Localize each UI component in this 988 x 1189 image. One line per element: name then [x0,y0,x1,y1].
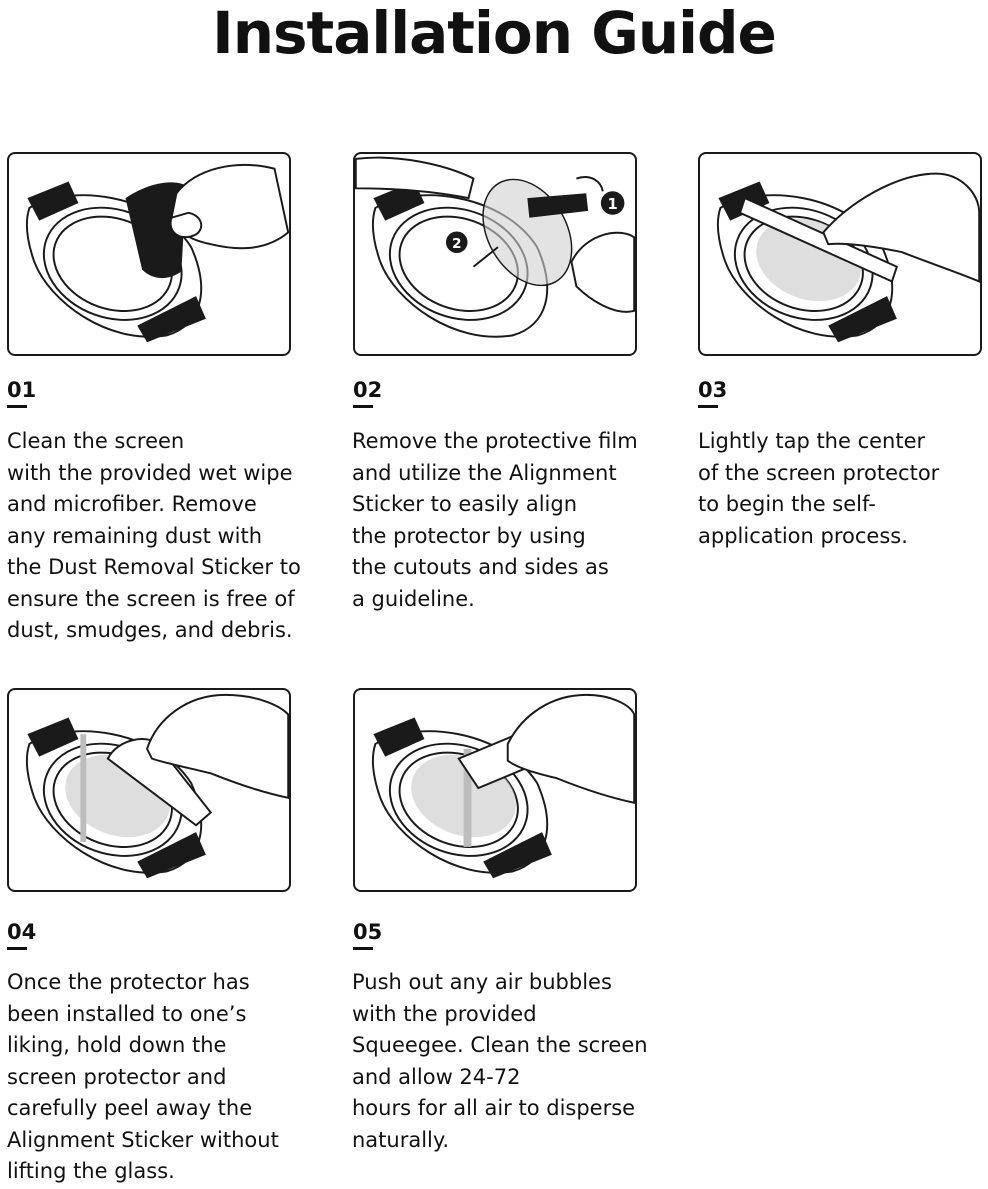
step-03-illustration [698,152,982,356]
step-01-illustration [7,152,291,356]
desc-line: and allow 24-72 [352,1064,521,1089]
desc-line: with the provided [352,1001,537,1026]
page-title: Installation Guide [212,0,777,67]
step-number-underline [353,405,373,408]
desc-line: dust, smudges, and debris. [7,618,293,642]
callout-2: 2 [452,236,462,252]
desc-line: lifting the glass. [7,1159,175,1183]
callout-1: 1 [608,196,618,213]
desc-line: application process. [698,523,908,548]
desc-line: ensure the screen is free of [7,586,295,611]
step-04-illustration [7,688,291,892]
desc-line: to begin the self- [698,492,876,516]
desc-line: a guideline. [352,586,475,611]
step-number: 02 [353,378,383,402]
desc-line: Alignment Sticker without [7,1127,279,1152]
desc-line: Clean the screen [7,429,185,453]
step-number: 03 [698,378,728,402]
desc-line: liking, hold down the [7,1033,227,1057]
desc-line: and utilize the Alignment [352,460,617,485]
step-number-underline [7,947,27,950]
step-number-underline [7,405,27,408]
step-number: 01 [7,378,37,402]
desc-line: any remaining dust with [7,523,263,548]
step-05-illustration [353,688,637,892]
desc-line: screen protector and [7,1064,227,1089]
desc-line: Squeegee. Clean the screen [352,1033,648,1057]
desc-line: hours for all air to disperse [352,1096,636,1120]
step-number: 05 [353,920,383,944]
desc-line: with the provided wet wipe [7,460,293,485]
step-number-underline [698,405,718,408]
step-number-underline [353,947,373,950]
desc-line: Push out any air bubbles [352,970,612,994]
step-description: Clean the screen with the provided wet w… [7,426,317,647]
desc-line: of the screen protector [698,460,940,485]
desc-line: and microfiber. Remove [7,492,257,516]
step-description: Once the protector has been installed to… [7,967,317,1188]
desc-line: naturally. [352,1127,450,1152]
step-description: Remove the protective film and utilize t… [352,426,662,615]
step-number: 04 [7,920,37,944]
desc-line: carefully peel away the [7,1096,253,1120]
desc-line: the Dust Removal Sticker to [7,555,301,579]
desc-line: Once the protector has [7,970,250,994]
desc-line: the protector by using [352,523,586,548]
desc-line: Sticker to easily align [352,492,578,516]
desc-line: the cutouts and sides as [352,555,609,579]
desc-line: been installed to one’s [7,1001,247,1026]
step-description: Push out any air bubbles with the provid… [352,967,662,1156]
step-description: Lightly tap the center of the screen pro… [698,426,988,552]
desc-line: Lightly tap the center [698,429,926,453]
step-02-illustration: 1 2 [353,152,637,356]
desc-line: Remove the protective film [352,429,638,453]
